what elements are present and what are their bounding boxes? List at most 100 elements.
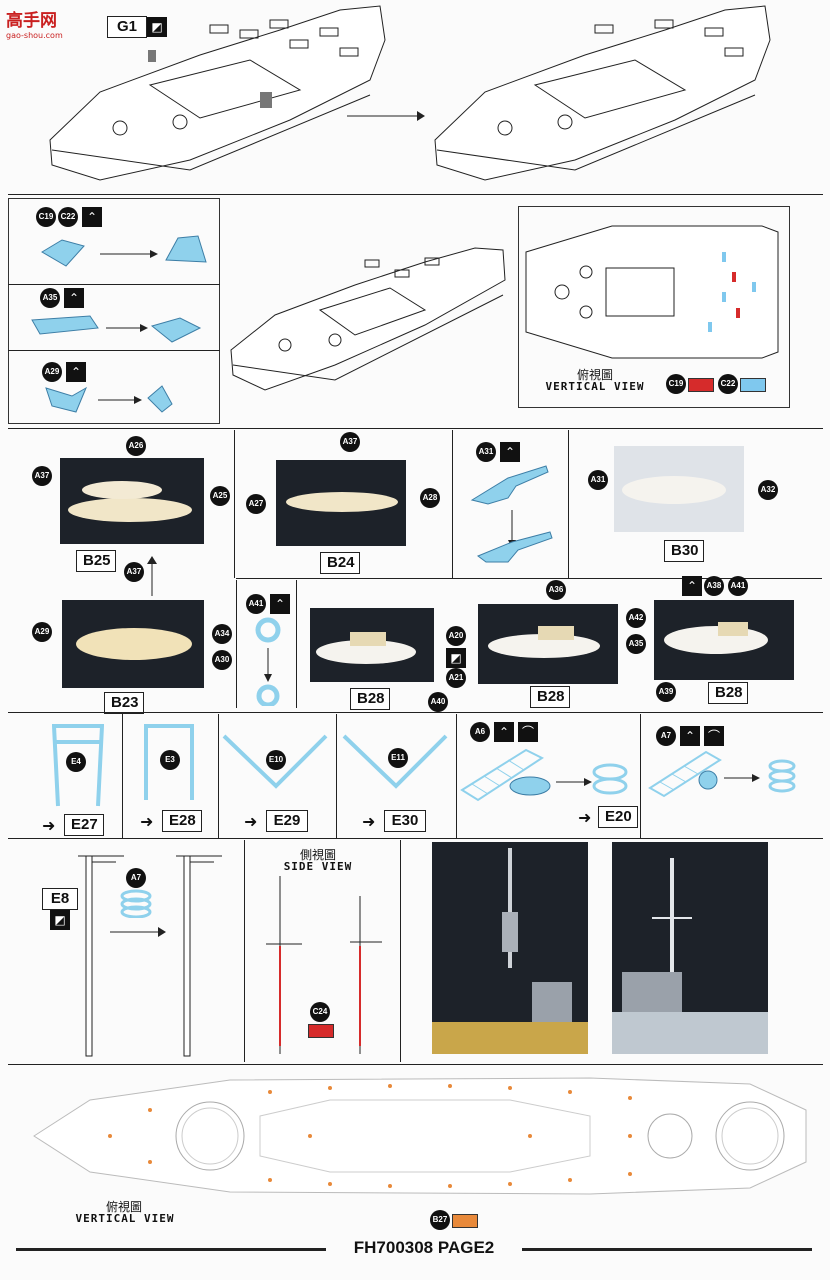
boat-caption-b28: B28 — [708, 682, 748, 704]
target-label: E29 — [266, 810, 308, 832]
arrow-right: ➜ — [244, 812, 258, 831]
part-callout: A41 — [246, 594, 266, 614]
etch-part-a41 — [255, 617, 281, 706]
arrow-right — [347, 111, 425, 121]
etch-part-a7-ring — [120, 889, 152, 918]
mast-side-view-drawing — [266, 876, 382, 1054]
swatch-label: C22 — [718, 374, 738, 394]
boat-caption-b25: B25 — [76, 550, 116, 572]
side-view-title-cn: 側視圖 — [299, 848, 336, 862]
divider — [8, 284, 220, 285]
divider — [296, 580, 297, 708]
divider — [456, 714, 457, 838]
footer-rule-right — [522, 1248, 812, 1251]
top-view-drawing — [525, 225, 779, 359]
part-callout: A28 — [420, 488, 440, 508]
mast-photo-front — [432, 842, 588, 1054]
mast-photo-rear — [612, 842, 768, 1054]
part-callout: A39 — [656, 682, 676, 702]
fold-icon: ⌃ — [82, 207, 102, 227]
hull-after-drawing — [434, 5, 771, 181]
part-callout: A31 — [588, 470, 608, 490]
divider — [236, 580, 237, 708]
step-label-e8: E8 — [42, 888, 78, 910]
target-label: E28 — [162, 810, 202, 832]
boat-caption-b28: B28 — [350, 688, 390, 710]
fold-icon: ⌃ — [682, 576, 702, 596]
deck-plan-drawing — [33, 1077, 807, 1195]
divider — [8, 1064, 823, 1065]
part-callout: A35 — [626, 634, 646, 654]
part-callout: E11 — [388, 748, 408, 768]
boat-photo-b24 — [276, 460, 406, 546]
part-callout: A30 — [212, 650, 232, 670]
etch-part-a29 — [45, 385, 173, 413]
boat-photo-b23 — [62, 600, 204, 688]
divider — [218, 714, 219, 838]
part-callout: A21 — [446, 668, 466, 688]
divider — [400, 840, 401, 1062]
part-callout: C24 — [310, 1002, 330, 1022]
part-callout: A6 — [470, 722, 490, 742]
etch-frame-e11 — [342, 734, 448, 789]
side-view-title-en: SIDE VIEW — [283, 860, 353, 873]
footer-rule-left — [16, 1248, 326, 1251]
swatch-label: C19 — [666, 374, 686, 394]
part-callout: E3 — [160, 750, 180, 770]
target-label: E30 — [384, 810, 426, 832]
part-callout: A25 — [210, 486, 230, 506]
fold-icon: ⌃ — [500, 442, 520, 462]
divider — [452, 430, 453, 578]
arrow-right: ➜ — [140, 812, 154, 831]
photo-etch-icon: ◩ — [147, 17, 167, 37]
etch-part-a6 — [460, 748, 628, 802]
part-callout: A32 — [758, 480, 778, 500]
part-callout: A29 — [32, 622, 52, 642]
divider — [8, 194, 823, 195]
etch-part-a31 — [470, 465, 553, 563]
etch-frame-e3 — [144, 724, 194, 800]
target-label: E27 — [64, 814, 104, 836]
part-callout: A37 — [32, 466, 52, 486]
divider — [8, 712, 823, 713]
color-swatch-orange — [452, 1214, 478, 1228]
color-swatch-red — [688, 378, 714, 392]
divider — [244, 840, 245, 1062]
top-view-title-en: VERTICAL VIEW — [545, 380, 645, 393]
arrow-right: ➜ — [578, 808, 592, 827]
divider — [336, 714, 337, 838]
color-swatch-red — [308, 1024, 334, 1038]
part-callout: C22 — [58, 207, 78, 227]
roll-icon: ⌒ — [704, 726, 724, 746]
divider — [640, 714, 641, 838]
etch-part-a35 — [31, 315, 202, 343]
part-callout: A37 — [124, 562, 144, 582]
part-callout: E10 — [266, 750, 286, 770]
fold-icon: ⌃ — [494, 722, 514, 742]
arrow-up — [147, 556, 157, 596]
watermark-url: gao-shou.com — [6, 31, 63, 40]
etch-part-c19 — [41, 235, 207, 267]
roll-icon: ⌒ — [518, 722, 538, 742]
divider — [8, 428, 823, 429]
deck-view-title-en: VERTICAL VIEW — [75, 1212, 175, 1225]
arrow-right — [110, 927, 166, 937]
boat-caption-b23: B23 — [104, 692, 144, 714]
boat-photo-b28-detail — [478, 604, 618, 684]
boat-photo-b25 — [60, 458, 204, 544]
boat-photo-b28-side — [310, 608, 434, 682]
fold-icon: ⌃ — [680, 726, 700, 746]
boat-caption-b30: B30 — [664, 540, 704, 562]
boat-caption-b24: B24 — [320, 552, 360, 574]
part-callout: A7 — [656, 726, 676, 746]
boat-photo-b28-top — [654, 600, 794, 680]
etch-frame-e10 — [222, 734, 328, 789]
arrow-right: ➜ — [42, 816, 56, 835]
part-callout: A20 — [446, 626, 466, 646]
fold-icon: ⌃ — [270, 594, 290, 614]
part-callout: A38 — [704, 576, 724, 596]
target-label: E20 — [598, 806, 638, 828]
divider — [8, 838, 823, 839]
part-callout: A31 — [476, 442, 496, 462]
part-callout: A26 — [126, 436, 146, 456]
